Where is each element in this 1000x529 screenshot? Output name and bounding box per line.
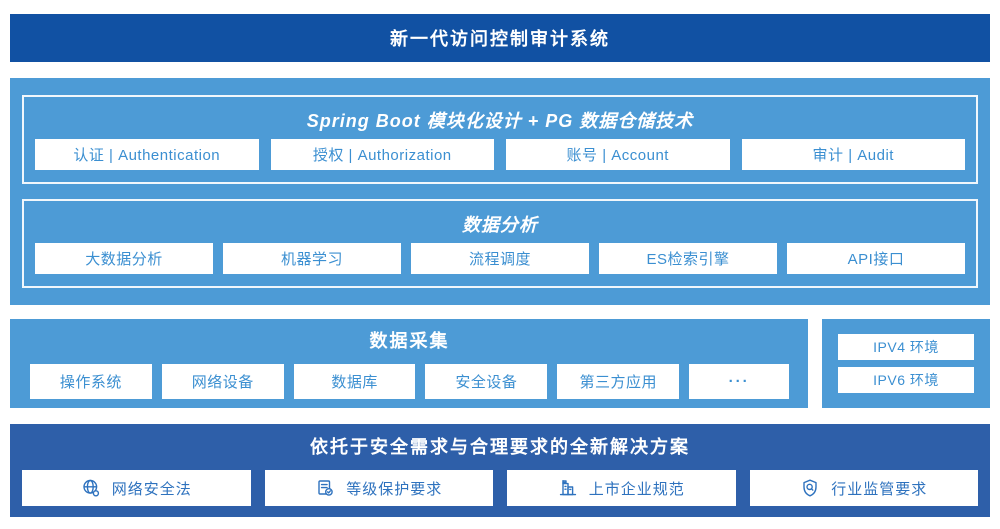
globe-icon: [81, 478, 101, 498]
document-check-icon: [315, 478, 335, 498]
solution-label: 行业监管要求: [831, 480, 928, 498]
solution-box-cybersecurity-law: 网络安全法: [22, 470, 251, 506]
collection-title: 数据采集: [369, 331, 450, 351]
module-box-audit: 审计 | Audit: [741, 139, 965, 170]
collection-box-ellipsis: ···: [689, 364, 790, 399]
analysis-box-ml: 机器学习: [223, 243, 401, 274]
module-box-authentication: 认证 | Authentication: [35, 139, 259, 170]
solution-title: 依托于安全需求与合理要求的全新解决方案: [310, 437, 690, 457]
building-icon: [558, 478, 578, 498]
collection-boxes-row: 操作系统 网络设备 数据库 安全设备 第三方应用 ···: [30, 364, 790, 399]
analysis-box-scheduling: 流程调度: [411, 243, 589, 274]
modules-row: 认证 | Authentication 授权 | Authorization 账…: [35, 139, 965, 170]
collection-box-os: 操作系统: [30, 364, 152, 399]
analysis-box-es: ES检索引擎: [599, 243, 777, 274]
module-box-account: 账号 | Account: [506, 139, 730, 170]
analysis-subsection: 数据分析 大数据分析 机器学习 流程调度 ES检索引擎 API接口: [22, 199, 978, 288]
collection-box-security-device: 安全设备: [425, 364, 548, 399]
solution-box-listed-company: 上市企业规范: [507, 470, 736, 506]
shield-search-icon: [800, 478, 820, 498]
collection-row: 数据采集 操作系统 网络设备 数据库 安全设备 第三方应用 ··· IPV4 环…: [10, 319, 990, 408]
modules-title: Spring Boot 模块化设计 + PG 数据仓储技术: [306, 111, 694, 131]
solution-box-industry-regulation: 行业监管要求: [749, 470, 978, 506]
platform-section: Spring Boot 模块化设计 + PG 数据仓储技术 认证 | Authe…: [10, 78, 990, 305]
collection-box-network-device: 网络设备: [161, 364, 284, 399]
analysis-box-bigdata: 大数据分析: [35, 243, 213, 274]
modules-subsection: Spring Boot 模块化设计 + PG 数据仓储技术 认证 | Authe…: [22, 95, 978, 184]
analysis-box-api: API接口: [787, 243, 965, 274]
solution-section: 依托于安全需求与合理要求的全新解决方案 网络安全法: [10, 424, 990, 517]
analysis-title: 数据分析: [462, 215, 538, 235]
solution-label: 等级保护要求: [346, 480, 443, 498]
system-title: 新一代访问控制审计系统: [390, 29, 610, 49]
network-env-section: IPV4 环境 IPV6 环境: [822, 319, 990, 408]
solution-row: 网络安全法 等级保护要求: [22, 470, 978, 506]
collection-box-database: 数据库: [293, 364, 416, 399]
collection-section: 数据采集 操作系统 网络设备 数据库 安全设备 第三方应用 ···: [10, 319, 808, 408]
collection-box-third-party: 第三方应用: [557, 364, 680, 399]
ipv6-env-box: IPV6 环境: [838, 367, 974, 393]
top-banner: 新一代访问控制审计系统: [10, 14, 990, 62]
ipv4-env-box: IPV4 环境: [838, 334, 974, 360]
solution-label: 网络安全法: [111, 480, 192, 498]
solution-box-classified-protection: 等级保护要求: [264, 470, 493, 506]
analysis-row: 大数据分析 机器学习 流程调度 ES检索引擎 API接口: [35, 243, 965, 274]
module-box-authorization: 授权 | Authorization: [270, 139, 494, 170]
solution-label: 上市企业规范: [588, 480, 685, 498]
